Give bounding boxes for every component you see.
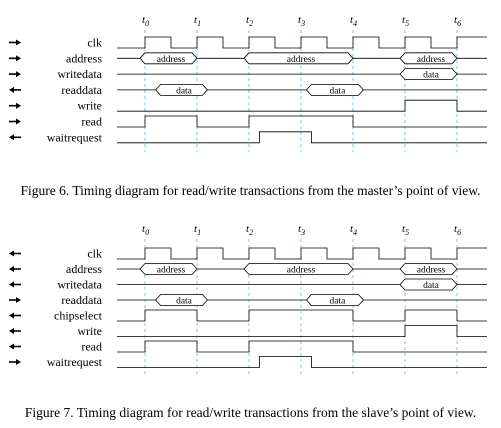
signal-name-label: writedata: [57, 278, 102, 292]
figure-7-caption: Figure 7. Timing diagram for read/write …: [24, 405, 477, 420]
time-label-subscript: 0: [145, 19, 149, 28]
signal-name-label: readdata: [61, 293, 102, 307]
time-label: t6: [454, 14, 461, 28]
signal-name-label: writedata: [57, 67, 102, 81]
output-arrow-icon: [9, 134, 21, 141]
arrow-head: [9, 250, 14, 257]
time-label: t2: [246, 14, 253, 28]
signal-name-label: chipselect: [54, 309, 103, 323]
time-label: t5: [402, 223, 409, 237]
input-arrow-icon: [9, 39, 21, 46]
arrow-head: [9, 328, 14, 334]
output-arrow-icon: [9, 250, 21, 257]
arrow-head: [9, 134, 14, 141]
time-label: t1: [194, 14, 201, 28]
bus-value-label: data: [423, 71, 440, 81]
arrow-head: [16, 39, 21, 46]
signal-name-label: clk: [87, 36, 102, 50]
arrow-head: [16, 359, 21, 365]
time-label: t3: [298, 223, 305, 237]
time-label-subscript: 4: [353, 19, 357, 28]
time-label-subscript: 5: [405, 228, 409, 237]
arrow-head: [16, 71, 21, 78]
signal-name-label: waitrequest: [47, 130, 103, 144]
time-label-subscript: 4: [353, 228, 357, 237]
signal-name-label: write: [77, 99, 102, 113]
time-label-subscript: 3: [300, 228, 305, 237]
output-arrow-icon: [9, 86, 21, 93]
bus-value-label: address: [287, 266, 316, 276]
input-arrow-icon: [9, 359, 21, 365]
time-label-subscript: 3: [300, 19, 305, 28]
bus-value-label: address: [417, 266, 446, 276]
time-label: t2: [246, 223, 253, 237]
time-label-subscript: 6: [457, 228, 461, 237]
read-waveform: [117, 115, 487, 128]
time-label: t3: [298, 14, 305, 28]
time-label-subscript: 2: [249, 228, 253, 237]
time-label-subscript: 6: [457, 19, 461, 28]
write-waveform: [117, 325, 487, 337]
time-label-subscript: 5: [405, 19, 409, 28]
arrow-head: [9, 266, 14, 272]
bus-value-label: address: [287, 55, 316, 65]
write-waveform: [117, 99, 487, 112]
output-arrow-icon: [9, 281, 21, 288]
time-label-subscript: 1: [197, 228, 201, 237]
signal-name-label: address: [66, 262, 102, 276]
clk-waveform: [117, 247, 487, 260]
time-label: t0: [142, 223, 149, 237]
arrow-head: [16, 102, 21, 109]
bus-value-label: data: [329, 297, 346, 307]
input-arrow-icon: [9, 71, 21, 78]
input-arrow-icon: [9, 297, 21, 303]
arrow-head: [9, 86, 14, 93]
figure-6-caption: Figure 6. Timing diagram for read/write …: [20, 183, 481, 198]
clk-waveform: [117, 36, 487, 49]
signal-name-label: clk: [87, 247, 102, 261]
waitrequest-waveform: [117, 131, 487, 144]
time-label: t4: [350, 223, 357, 237]
waitrequest-waveform: [117, 356, 487, 368]
read-waveform: [117, 340, 487, 353]
arrow-head: [9, 312, 14, 319]
time-label: t1: [194, 223, 201, 237]
signal-name-label: address: [66, 51, 102, 65]
output-arrow-icon: [9, 328, 21, 334]
signal-name-label: readdata: [61, 83, 102, 97]
arrow-head: [16, 297, 21, 303]
input-arrow-icon: [9, 102, 21, 109]
output-arrow-icon: [9, 343, 21, 350]
bus-value-label: address: [157, 55, 186, 65]
bus-value-label: data: [176, 297, 193, 307]
signal-name-label: write: [77, 324, 102, 338]
bus-value-label: data: [329, 86, 346, 96]
time-label: t5: [402, 14, 409, 28]
time-label-subscript: 0: [145, 228, 149, 237]
bus-value-label: data: [176, 86, 193, 96]
output-arrow-icon: [9, 312, 21, 319]
arrow-head: [9, 281, 14, 288]
arrow-head: [9, 343, 14, 350]
output-arrow-icon: [9, 266, 21, 272]
chipselect-waveform: [117, 309, 487, 322]
input-arrow-icon: [9, 118, 21, 125]
bus-value-label: address: [157, 266, 186, 276]
signal-name-label: waitrequest: [47, 355, 103, 369]
time-label-subscript: 2: [249, 19, 253, 28]
signal-name-label: read: [81, 115, 102, 129]
bus-value-label: data: [423, 281, 440, 291]
arrow-head: [16, 118, 21, 125]
signal-name-label: read: [81, 340, 102, 354]
time-label: t0: [142, 14, 149, 28]
time-label: t6: [454, 223, 461, 237]
input-arrow-icon: [9, 55, 21, 62]
time-label-subscript: 1: [197, 19, 201, 28]
arrow-head: [16, 55, 21, 62]
time-label: t4: [350, 14, 357, 28]
bus-value-label: address: [417, 55, 446, 65]
